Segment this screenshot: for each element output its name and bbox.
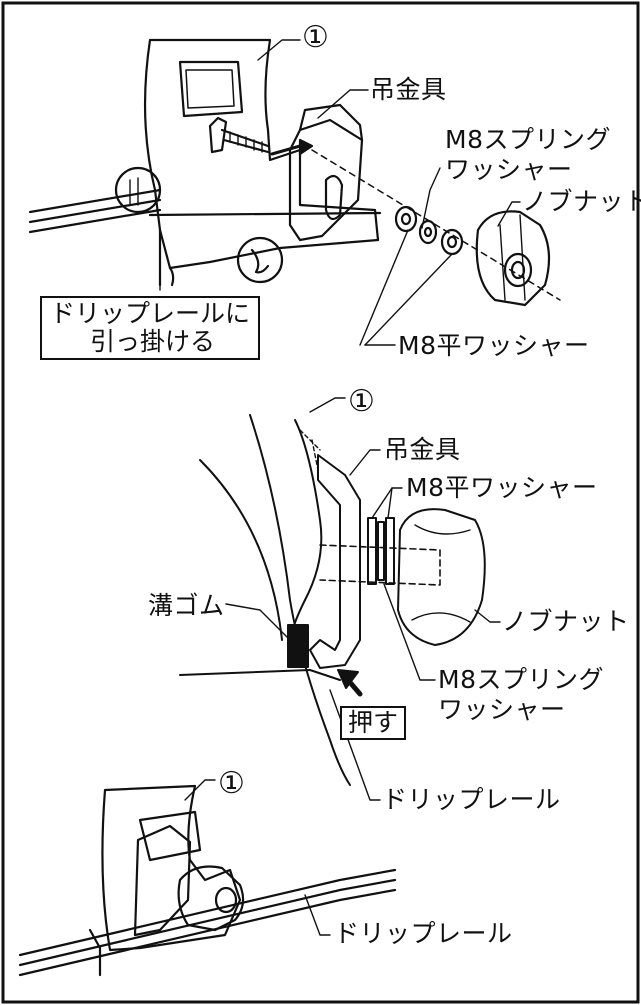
label-spring-washer-top-1: M8スプリング (445, 125, 611, 154)
label-knob-nut-top: ノブナット (522, 187, 641, 216)
label-spring-washer-top-2: ワッシャー (445, 155, 573, 184)
label-flat-washer-top: M8平ワッシャー (398, 331, 590, 360)
washer-b (377, 521, 385, 581)
bottom-foot (101, 784, 242, 952)
instruction-line-2: 引っ掛ける (90, 327, 216, 356)
part-number-top: ① (302, 20, 330, 55)
instruction-line-1: ドリップレールに (50, 299, 251, 328)
washer-c (385, 517, 395, 585)
rail-line (28, 188, 162, 214)
knob-nut (475, 210, 551, 307)
flat-washer-1 (394, 205, 418, 233)
vehicle-body-curve (199, 459, 283, 641)
label-push-box: 押す (340, 706, 407, 740)
middle-section-view (179, 397, 501, 801)
top-assembly-view (28, 38, 561, 346)
washer-a (367, 517, 377, 585)
groove-rubber (287, 624, 309, 668)
bottom-knob-nut (177, 865, 245, 932)
hook-bracket (288, 118, 364, 242)
foot-body (143, 38, 380, 270)
label-hook-bracket-middle: 吊金具 (384, 435, 461, 464)
label-drip-rail-middle: ドリップレール (382, 785, 561, 814)
bolt-head (208, 116, 228, 154)
label-spring-washer-middle-1: M8スプリング (438, 665, 604, 694)
part-number-middle: ① (348, 384, 376, 419)
middle-knob-nut (397, 508, 486, 646)
center-line (311, 149, 561, 301)
foot-profile (289, 419, 323, 646)
label-groove-rubber: 溝ゴム (148, 591, 225, 620)
bottom-installed-view (18, 779, 397, 977)
label-hook-bracket-top: 吊金具 (370, 75, 447, 104)
label-drip-rail-bottom: ドリップレール (334, 919, 513, 948)
label-spring-washer-middle-2: ワッシャー (438, 695, 566, 724)
part-number-bottom: ① (218, 766, 246, 801)
spring-washer (418, 219, 438, 245)
insert-arrow (270, 144, 302, 156)
label-flat-washer-middle: M8平ワッシャー (406, 473, 598, 502)
foot-window (178, 60, 244, 118)
detail-circle-1 (114, 166, 162, 214)
detail-circle-2 (236, 236, 284, 284)
flat-washer-2 (440, 228, 464, 256)
instruction-box: ドリップレールに 引っ掛ける (40, 296, 261, 360)
bottom-bracket (133, 824, 192, 937)
bolt-hidden (319, 544, 441, 586)
middle-hook-bracket (309, 454, 361, 669)
label-knob-nut-middle: ノブナット (502, 607, 630, 636)
bottom-rail (18, 868, 397, 957)
